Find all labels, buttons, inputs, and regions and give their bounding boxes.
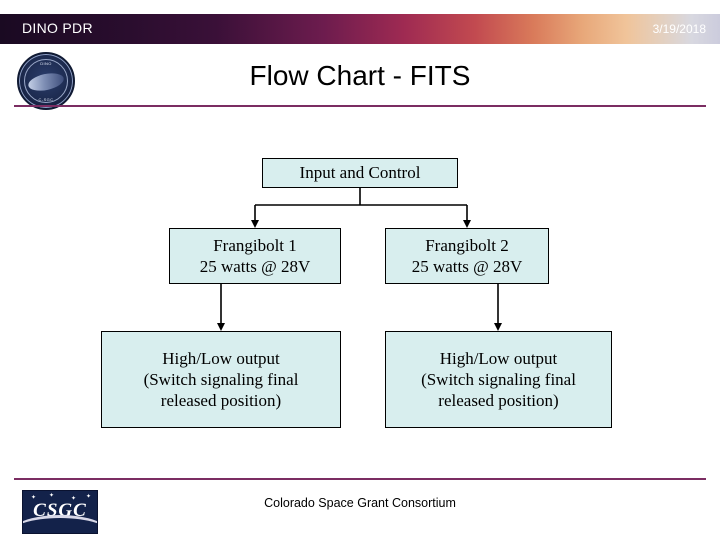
node-line: High/Low output	[439, 348, 558, 368]
node-line: 25 watts @ 28V	[199, 257, 311, 276]
flow-node-output-1[interactable]: High/Low output (Switch signaling final …	[101, 331, 341, 428]
node-line: (Switch signaling final	[421, 369, 576, 389]
title-divider	[14, 105, 706, 107]
star-icon: ✦	[31, 495, 37, 501]
node-line: Frangibolt 1	[213, 235, 297, 255]
patch-ring	[24, 59, 68, 103]
flow-node-frangibolt-1[interactable]: Frangibolt 1 25 watts @ 28V	[169, 228, 341, 284]
node-line: High/Low output	[162, 348, 280, 368]
star-icon: ✦	[49, 493, 55, 499]
header-bar	[0, 14, 720, 44]
patch-bottom-text: C-SGC	[38, 97, 54, 102]
node-line: 25 watts @ 28V	[411, 257, 523, 276]
node-line: released position)	[160, 391, 282, 411]
node-line: Frangibolt 2	[425, 235, 509, 255]
node-line: released position)	[438, 391, 559, 411]
page-title: Flow Chart - FITS	[249, 60, 471, 91]
csgc-logo-arc	[23, 515, 97, 533]
header-date: 3/19/2018	[652, 22, 706, 36]
flow-node-input-and-control[interactable]: Input and Control	[262, 158, 458, 188]
footer-divider	[14, 478, 706, 480]
patch-top-text: DINO	[40, 61, 52, 66]
flow-node-frangibolt-2[interactable]: Frangibolt 2 25 watts @ 28V	[385, 228, 549, 284]
header-title: DINO PDR	[22, 20, 93, 36]
star-icon: ✦	[86, 494, 92, 500]
node-line: (Switch signaling final	[143, 369, 299, 389]
dino-mission-patch-logo: DINO C-SGC	[17, 52, 75, 110]
node-line: Input and Control	[299, 163, 421, 183]
csgc-logo: CSGC ✦ ✦ ✦ ✦	[22, 490, 98, 534]
flow-node-output-2[interactable]: High/Low output (Switch signaling final …	[385, 331, 612, 428]
footer-text: Colorado Space Grant Consortium	[264, 496, 456, 510]
star-icon: ✦	[71, 496, 77, 502]
